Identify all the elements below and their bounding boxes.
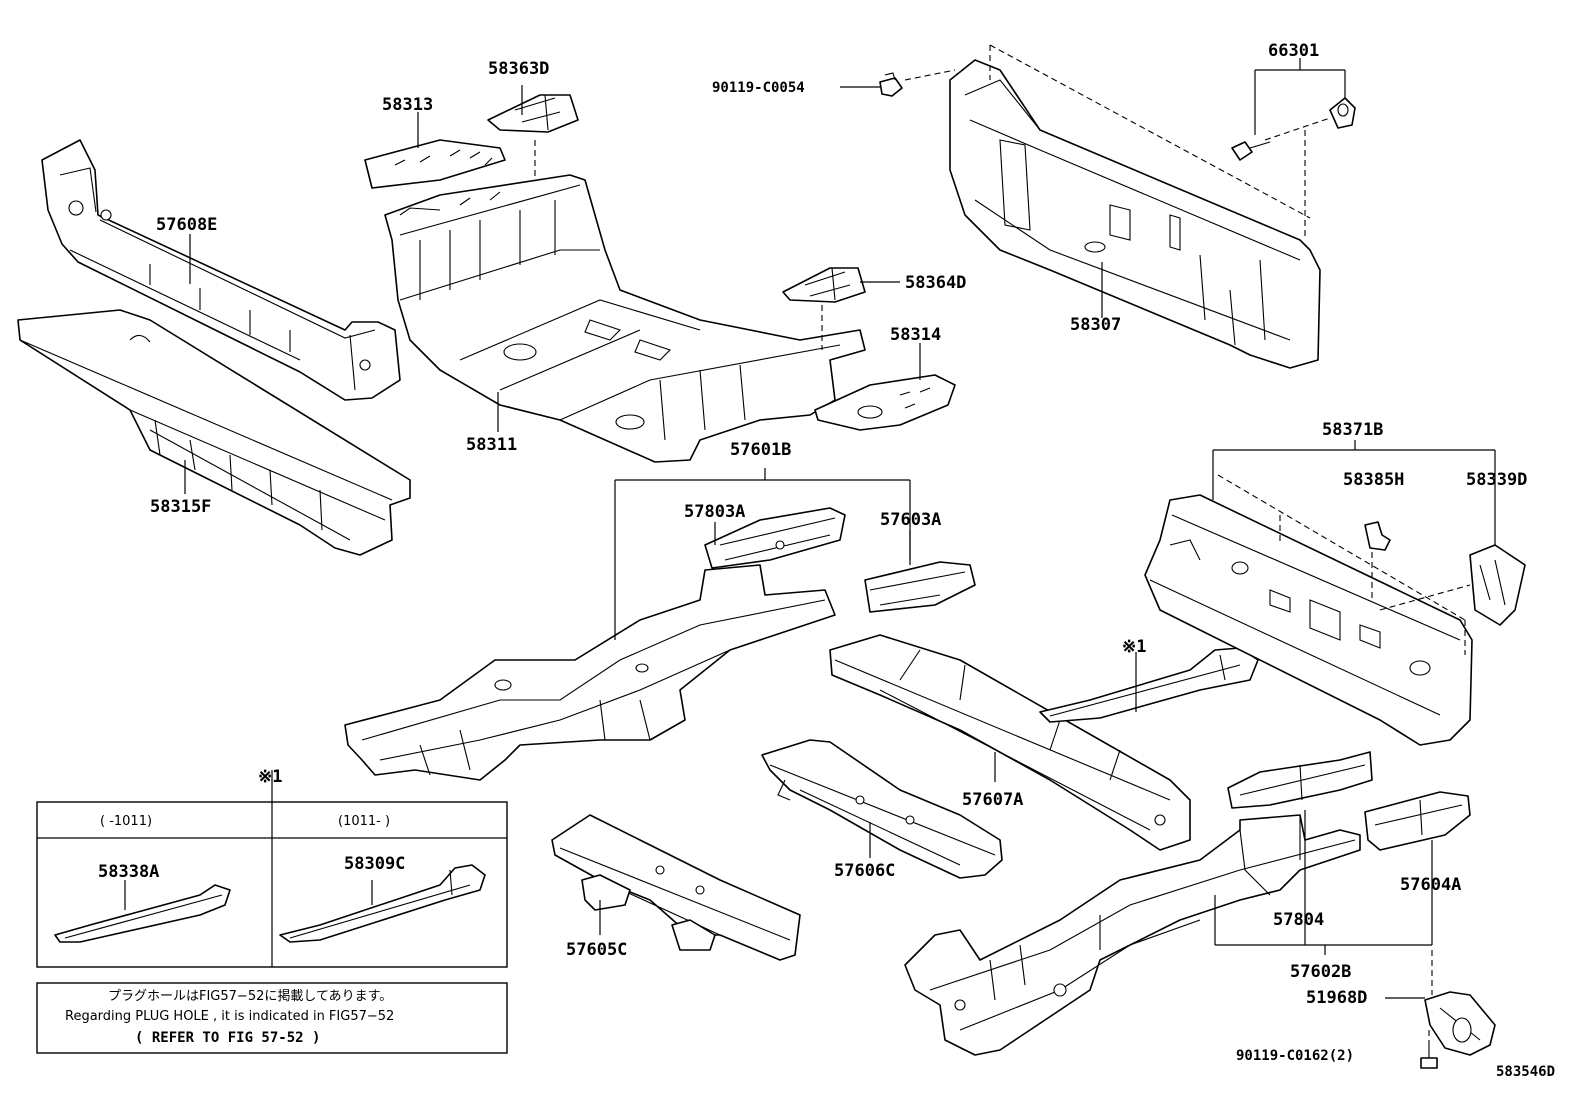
variant-col1-header: ( -1011) [100, 814, 152, 829]
part-58307 [949, 59, 1321, 369]
label-58385H: 58385H [1343, 470, 1404, 490]
leader-57602B [1214, 810, 1433, 955]
part-66301 [1231, 97, 1356, 161]
note-line-2: Regarding PLUG HOLE , it is indicated in… [65, 1009, 394, 1024]
label-58309C: 58309C [344, 854, 405, 874]
part-57601B [344, 564, 836, 781]
part-58363D [487, 94, 579, 133]
variant-table [36, 770, 508, 968]
label-57607A: 57607A [962, 790, 1023, 810]
dash-58307-top [989, 44, 1311, 219]
part-58315F [17, 309, 411, 556]
label-58339D: 58339D [1466, 470, 1527, 490]
label-58371B: 58371B [1322, 420, 1383, 440]
label-58307: 58307 [1070, 315, 1121, 335]
label-51968D: 51968D [1306, 988, 1367, 1008]
leader-58371B [1212, 440, 1495, 500]
fastener-90119-C0162 [1420, 1040, 1438, 1069]
note-line-3: ( REFER TO FIG 57-52 ) [135, 1030, 320, 1046]
dash-58339D [1379, 584, 1471, 611]
label-58338A: 58338A [98, 862, 159, 882]
label-58313: 58313 [382, 95, 433, 115]
label-58314: 58314 [890, 325, 941, 345]
part-51968D [1424, 991, 1496, 1056]
label-57601B: 57601B [730, 440, 791, 460]
label-57604A: 57604A [1400, 875, 1461, 895]
label-58315F: 58315F [150, 497, 211, 517]
part-58385H [1364, 521, 1391, 551]
label-mark1-top: ※1 [258, 767, 282, 787]
label-57603A: 57603A [880, 510, 941, 530]
part-58313 [364, 139, 506, 189]
part-57606C [761, 739, 1003, 879]
note-line-1: プラグホールはFIG57−52に掲載してあります。 [108, 988, 392, 1004]
part-57608E [41, 139, 401, 401]
label-57606C: 57606C [834, 861, 895, 881]
label-mark1-mid: ※1 [1122, 637, 1146, 657]
labels: 58363D 58313 57608E 58315F 58311 58364D … [65, 41, 1555, 1080]
part-58311 [384, 174, 866, 463]
label-57803A: 57803A [684, 502, 745, 522]
note-box [36, 982, 508, 1054]
label-90119-C0162: 90119-C0162(2) [1236, 1048, 1354, 1064]
part-57803A [704, 507, 846, 569]
part-57804 [1227, 751, 1373, 809]
part-58371B [1144, 494, 1473, 746]
label-57602B: 57602B [1290, 962, 1351, 982]
leaders [184, 85, 1137, 935]
dash-90119-C0054 [904, 69, 956, 81]
label-figure-code: 583546D [1496, 1064, 1555, 1080]
label-58311: 58311 [466, 435, 517, 455]
part-57604A [1364, 791, 1471, 851]
part-mark1-rail [1039, 647, 1259, 723]
dash-58371B [1217, 474, 1466, 655]
part-57605C [551, 814, 801, 961]
leader-57601B [614, 468, 911, 640]
fastener-90119-C0054 [879, 72, 903, 97]
part-57602B [904, 814, 1361, 1056]
label-58364D: 58364D [905, 273, 966, 293]
label-58363D: 58363D [488, 59, 549, 79]
dash-66301b [1264, 117, 1331, 141]
label-90119-C0054: 90119-C0054 [712, 80, 805, 96]
part-57603A [864, 561, 976, 613]
label-57804: 57804 [1273, 910, 1324, 930]
part-57607A [829, 634, 1191, 851]
part-58314 [814, 374, 956, 431]
leader-66301 [1254, 58, 1346, 135]
variant-col2-header: (1011- ) [338, 814, 390, 829]
label-66301: 66301 [1268, 41, 1319, 61]
label-57608E: 57608E [156, 215, 217, 235]
part-58339D [1469, 544, 1526, 626]
part-58364D [782, 267, 866, 303]
label-57605C: 57605C [566, 940, 627, 960]
